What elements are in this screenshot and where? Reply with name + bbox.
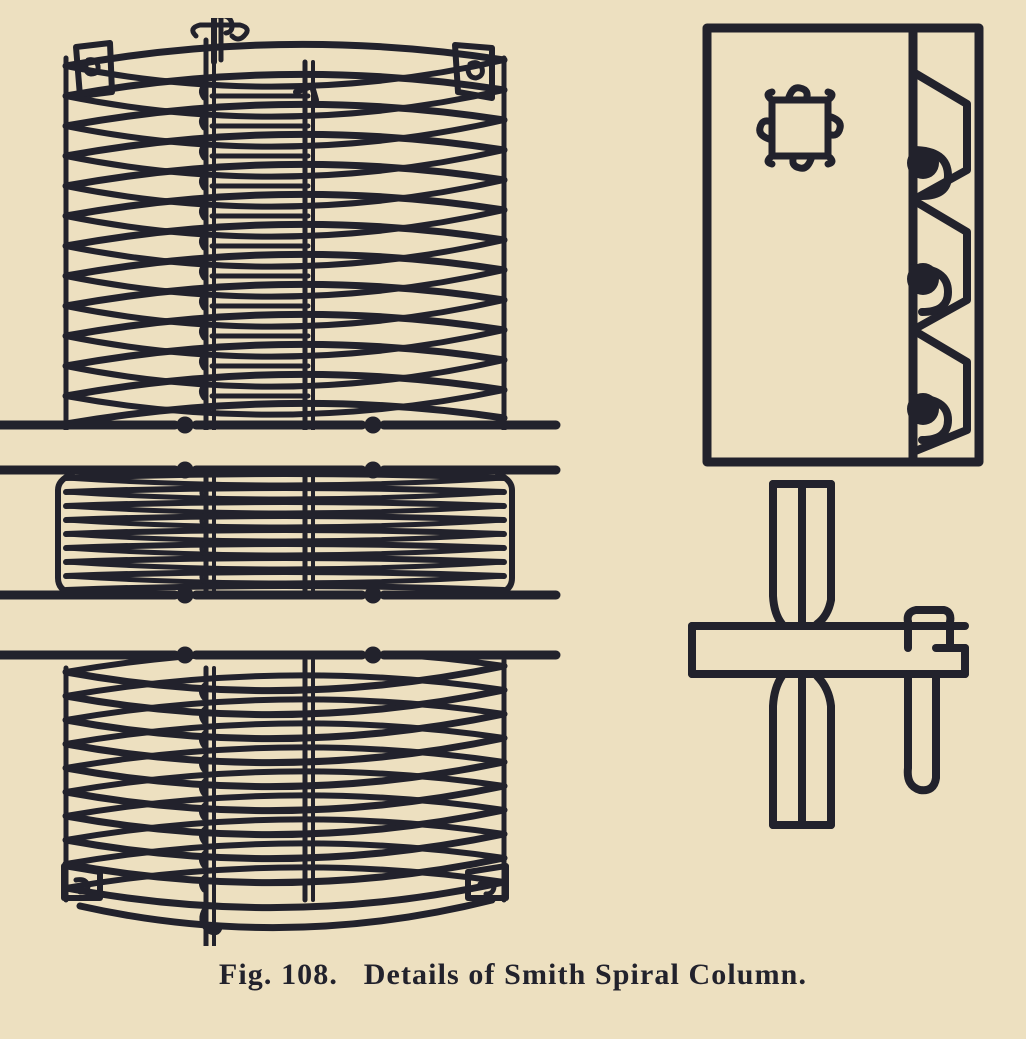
rebar-node — [907, 263, 939, 295]
rebar-node — [907, 147, 939, 179]
column-middle-segment — [55, 469, 515, 598]
spiral-turn-front — [63, 177, 507, 210]
rebar-node — [907, 393, 939, 425]
spiral-zigzag — [909, 68, 971, 204]
break-line-lower — [0, 646, 561, 664]
spiral-turn-back — [62, 280, 508, 310]
spiral-anchor-hooks — [198, 81, 209, 401]
spiral-cross-section-icon — [756, 84, 844, 172]
spiral-zigzag — [909, 196, 971, 334]
spiral-turn-back — [62, 100, 508, 130]
spiral-anchor-hooks-lower — [198, 681, 223, 936]
spiral-turn-front — [63, 147, 507, 180]
spiral-turn-front — [63, 267, 507, 300]
spiral-turn-back — [62, 310, 508, 340]
column-lower-segment — [61, 656, 509, 946]
spiral-turn-back — [62, 70, 508, 100]
spiral-turn-front — [63, 387, 507, 418]
spiral-turn-back — [62, 190, 508, 220]
top-finial — [190, 18, 250, 65]
spiral-turn-front — [63, 327, 507, 360]
spiral-turn-front — [63, 117, 507, 150]
spiral-turn-front — [63, 237, 507, 270]
spiral-turn-back — [62, 399, 508, 428]
spiral-turn-front — [63, 207, 507, 240]
break-line-middle-bottom — [0, 586, 561, 604]
break-line-upper — [0, 416, 561, 434]
bracket-bottom-left — [61, 863, 103, 901]
spiral-zigzag — [909, 326, 971, 456]
spiral-turn-back — [62, 340, 508, 370]
spacer-plate-detail — [702, 23, 984, 467]
column-upper-segment — [62, 18, 508, 430]
spiral-turn-back — [62, 130, 508, 160]
spiral-turn-back — [62, 160, 508, 190]
spiral-turn-front — [63, 357, 507, 390]
spiral-turn-back — [62, 370, 508, 400]
figure-caption: Fig. 108. Details of Smith Spiral Column… — [218, 958, 808, 991]
spiral-turn-front — [63, 57, 507, 90]
tie-crossing-detail — [688, 480, 969, 829]
cross-ties-lower — [209, 687, 311, 885]
spiral-turn-front — [63, 87, 507, 120]
spiral-turn-front — [63, 297, 507, 330]
spiral-turn-back — [62, 250, 508, 280]
cross-ties-upper — [209, 93, 311, 399]
spiral-anchor-hooks-middle — [199, 484, 208, 584]
spiral-turn-back — [62, 220, 508, 250]
spacer-tab — [293, 83, 319, 103]
spiral-turn-back — [62, 40, 508, 70]
bracket-bottom-right — [465, 863, 509, 901]
